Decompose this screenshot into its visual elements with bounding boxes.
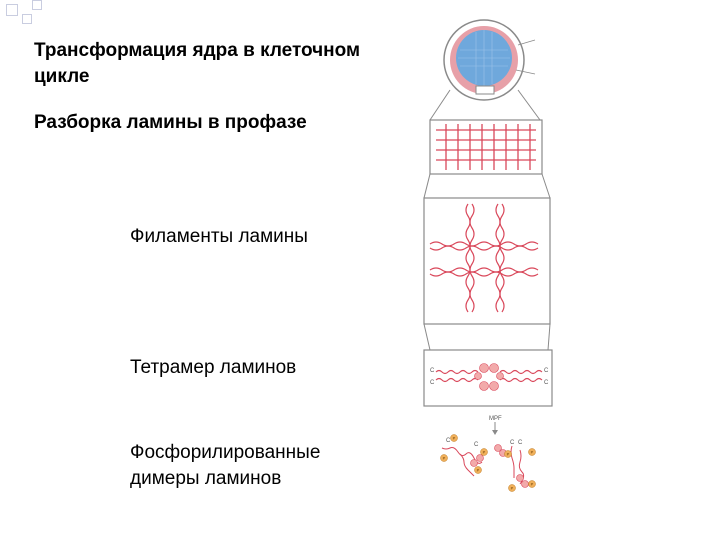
- lamina-grid-panel: [423, 119, 551, 199]
- label-phosphorylated-dimers: Фосфорилированные димеры ламинов: [130, 442, 321, 489]
- mpf-arrow: MPF: [489, 416, 502, 435]
- nucleus-panel: [429, 19, 541, 121]
- svg-text:P: P: [511, 486, 514, 491]
- svg-text:C: C: [446, 438, 451, 444]
- svg-text:P: P: [507, 452, 510, 457]
- svg-text:C: C: [544, 380, 549, 386]
- svg-text:P: P: [531, 482, 534, 487]
- svg-text:C: C: [430, 368, 435, 374]
- svg-text:MPF: MPF: [489, 416, 502, 422]
- slide-title: Трансформация ядра в клеточном цикле: [34, 40, 361, 87]
- svg-text:P: P: [483, 450, 486, 455]
- svg-text:P: P: [477, 468, 480, 473]
- tetramer-panel: C C C C: [423, 349, 553, 407]
- slide-subtitle: Разборка ламины в профазе: [34, 112, 307, 133]
- svg-text:P: P: [443, 456, 446, 461]
- label-lamin-filaments: Филаменты ламины: [130, 226, 308, 247]
- svg-text:C: C: [510, 440, 515, 446]
- phosphorylated-dimers-panel: P P P P P P P P C C C C: [440, 434, 536, 492]
- svg-text:P: P: [531, 450, 534, 455]
- svg-text:C: C: [430, 380, 435, 386]
- svg-text:P: P: [453, 436, 456, 441]
- filaments-panel: [423, 197, 551, 351]
- decorative-squares: [6, 0, 66, 40]
- label-lamin-tetramer: Тетрамер ламинов: [130, 357, 297, 378]
- svg-text:C: C: [518, 440, 523, 446]
- svg-text:C: C: [544, 368, 549, 374]
- svg-text:C: C: [474, 442, 479, 448]
